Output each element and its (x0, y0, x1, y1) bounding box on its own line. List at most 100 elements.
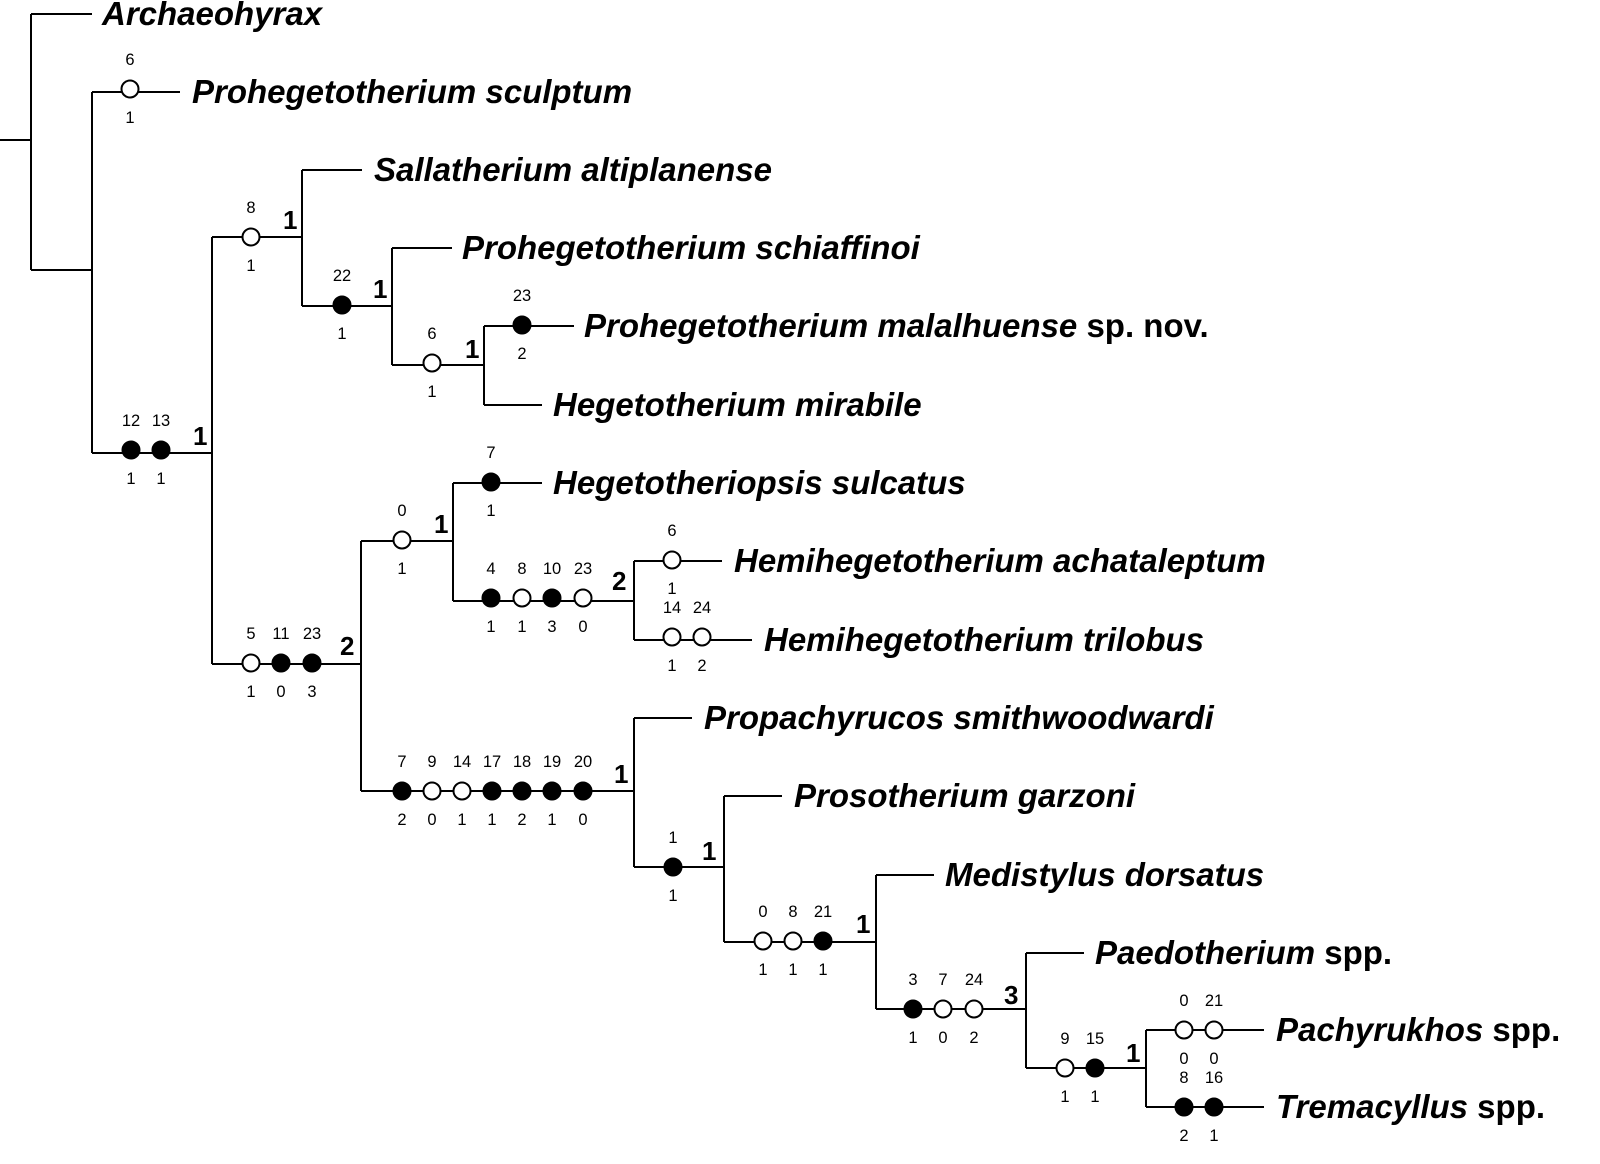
open-state-marker (241, 227, 261, 247)
filled-state-marker (482, 781, 502, 801)
character-number: 8 (517, 560, 526, 578)
character-marker: 200 (573, 753, 593, 829)
character-number: 7 (938, 971, 947, 989)
character-state: 1 (486, 618, 495, 636)
taxon-label: Prohegetotherium malalhuense sp. nov. (584, 307, 1209, 344)
character-marker: 70 (933, 971, 953, 1047)
support-value: 1 (434, 509, 448, 539)
character-number: 24 (693, 599, 711, 617)
filled-state-marker (542, 781, 562, 801)
character-number: 4 (486, 560, 495, 578)
open-state-marker (1204, 1020, 1224, 1040)
open-state-marker (452, 781, 472, 801)
character-number: 17 (483, 753, 501, 771)
taxon-label: Hemihegetotherium trilobus (764, 621, 1204, 658)
filled-state-marker (332, 295, 352, 315)
support-value: 1 (1126, 1038, 1140, 1068)
character-state: 1 (337, 325, 346, 343)
character-number: 3 (908, 971, 917, 989)
character-state: 1 (457, 811, 466, 829)
open-state-marker (662, 627, 682, 647)
open-state-marker (120, 79, 140, 99)
character-state: 1 (818, 961, 827, 979)
character-number: 20 (574, 753, 592, 771)
open-state-marker (662, 550, 682, 570)
character-state: 1 (667, 580, 676, 598)
character-marker: 210 (1204, 992, 1224, 1068)
support-value: 1 (702, 836, 716, 866)
support-value: 1 (283, 205, 297, 235)
character-number: 14 (663, 599, 681, 617)
filled-state-marker (151, 440, 171, 460)
open-state-marker (1174, 1020, 1194, 1040)
character-state: 3 (547, 618, 556, 636)
support-value: 1 (614, 759, 628, 789)
filled-state-marker (121, 440, 141, 460)
character-state: 0 (1209, 1050, 1218, 1068)
character-number: 0 (397, 502, 406, 520)
branch-node-j (723, 795, 876, 943)
open-state-marker (422, 353, 442, 373)
character-state: 2 (1179, 1127, 1188, 1145)
character-state: 1 (758, 961, 767, 979)
character-number: 13 (152, 412, 170, 430)
character-marker: 61 (422, 325, 442, 401)
character-number: 12 (122, 412, 140, 430)
filled-state-marker (813, 931, 833, 951)
character-number: 24 (965, 971, 983, 989)
taxon-label: Paedotherium spp. (1095, 934, 1392, 971)
filled-state-marker (663, 857, 683, 877)
open-state-marker (392, 530, 412, 550)
character-marker: 81 (783, 903, 803, 979)
character-marker: 61 (662, 522, 682, 598)
character-number: 22 (333, 267, 351, 285)
character-state: 1 (246, 683, 255, 701)
support-value: 3 (1004, 980, 1018, 1010)
taxon-label: Archaeohyrax (101, 0, 324, 32)
character-state: 0 (276, 683, 285, 701)
support-value: 2 (340, 631, 354, 661)
character-number: 16 (1205, 1069, 1223, 1087)
open-state-marker (933, 999, 953, 1019)
character-state: 1 (156, 470, 165, 488)
taxon-label: Prohegetotherium schiaffinoi (462, 229, 921, 266)
character-marker: 10 3 (542, 560, 562, 636)
character-marker: 82 (1174, 1069, 1194, 1145)
character-number: 7 (486, 444, 495, 462)
filled-state-marker (512, 315, 532, 335)
character-number: 8 (246, 199, 255, 217)
character-state: 1 (517, 618, 526, 636)
character-state: 1 (667, 657, 676, 675)
taxon-label: Prosotherium garzoni (794, 777, 1136, 814)
character-number: 10 (543, 560, 561, 578)
character-state: 2 (517, 345, 526, 363)
filled-state-marker (573, 781, 593, 801)
filled-state-marker (1174, 1097, 1194, 1117)
support-value: 1 (856, 909, 870, 939)
character-marker: 11 (663, 829, 683, 905)
character-marker: 110 (271, 625, 291, 701)
filled-state-marker (302, 653, 322, 673)
support-value: 1 (465, 334, 479, 364)
character-state: 0 (938, 1029, 947, 1047)
character-number: 7 (397, 753, 406, 771)
character-state: 0 (427, 811, 436, 829)
filled-state-marker (542, 588, 562, 608)
character-number: 6 (125, 51, 134, 69)
character-marker: 01 (753, 903, 773, 979)
filled-state-marker (481, 472, 501, 492)
open-state-marker (753, 931, 773, 951)
open-state-marker (964, 999, 984, 1019)
character-marker: 242 (964, 971, 984, 1047)
character-number: 23 (303, 625, 321, 643)
character-marker: 90 (422, 753, 442, 829)
character-state: 1 (126, 470, 135, 488)
character-state: 3 (307, 683, 316, 701)
character-marker: 171 (482, 753, 502, 829)
character-marker: 211 (813, 903, 833, 979)
open-state-marker (573, 588, 593, 608)
character-state: 1 (397, 560, 406, 578)
character-marker: 51 (241, 625, 261, 701)
filled-state-marker (512, 781, 532, 801)
